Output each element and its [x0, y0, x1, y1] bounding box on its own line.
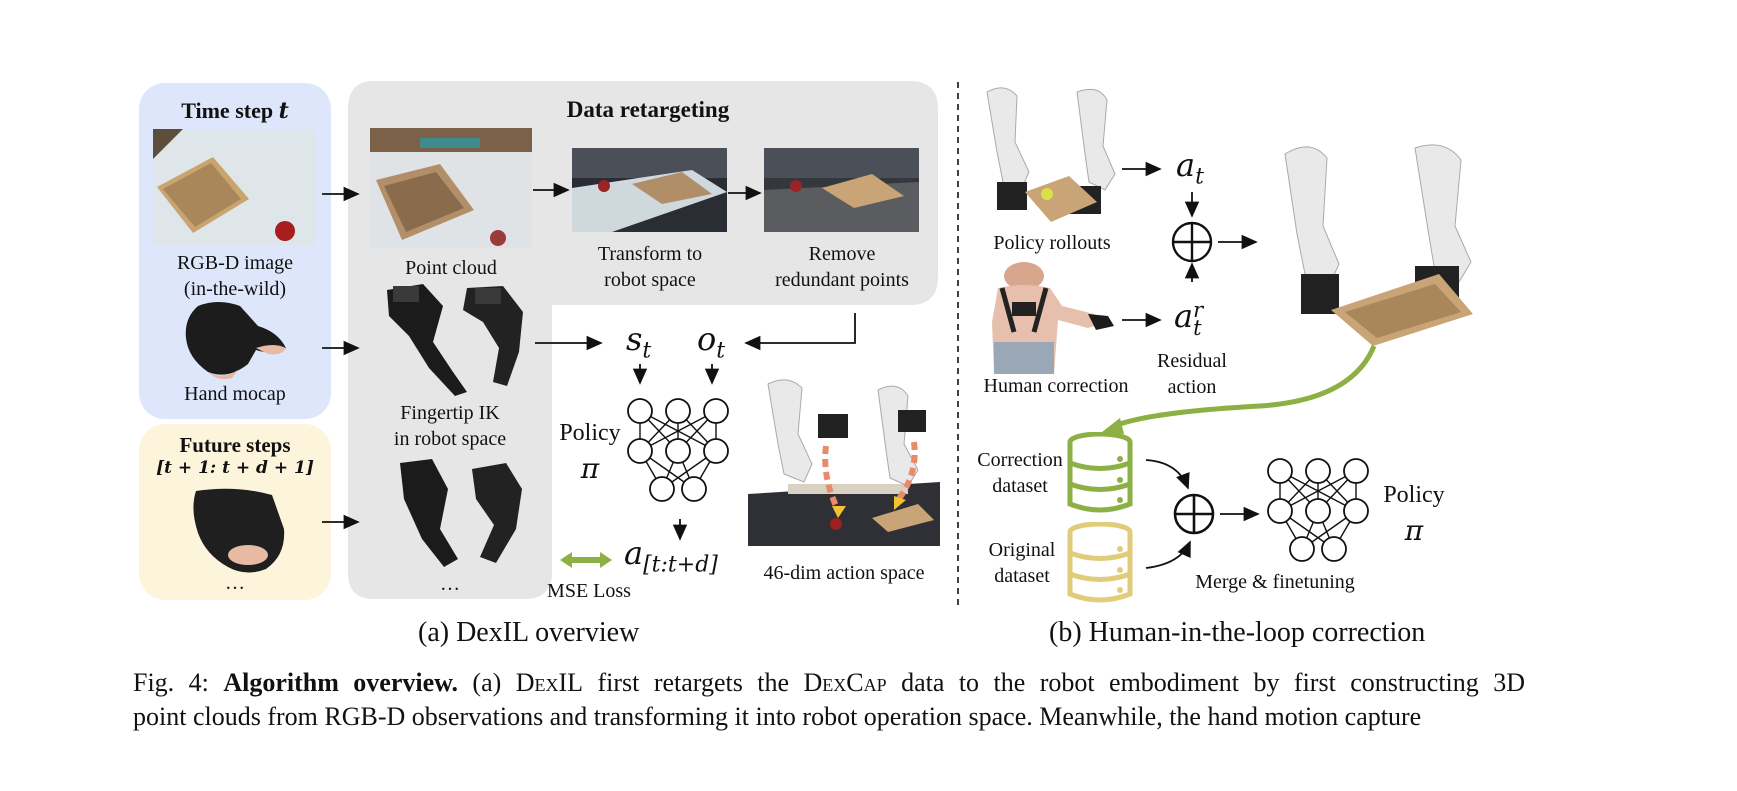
- policy-network-b: [1267, 458, 1369, 562]
- future-steps-range: [t + 1: t + d + 1]: [156, 458, 314, 478]
- mse-double-arrow: [560, 552, 612, 568]
- subcaption-a: (a) DexIL overview: [418, 617, 640, 648]
- future-hand-glove: [186, 485, 290, 582]
- figure-caption-line-1: Fig. 4: Algorithm overview. (a) DexIL fi…: [133, 668, 1525, 697]
- state-s-t: st: [626, 320, 652, 364]
- robot-hands-ik: [383, 282, 529, 401]
- policy-label-b: Policy: [1383, 482, 1445, 508]
- merge-arrows: [1145, 459, 1260, 569]
- policy-rollouts-label: Policy rollouts: [993, 232, 1111, 254]
- action-a-t: at: [1176, 146, 1204, 190]
- action-space-label: 46-dim action space: [763, 562, 925, 584]
- transform-image: [572, 148, 727, 232]
- fingertip-dots: …: [440, 573, 460, 595]
- data-retargeting-title: Data retargeting: [566, 97, 730, 122]
- policy-rollouts-image: [977, 82, 1127, 230]
- correction-dataset-icon: [1067, 432, 1133, 513]
- observation-o-t: ot: [697, 320, 726, 364]
- mse-loss-label: MSE Loss: [547, 580, 631, 602]
- subcaption-b: (b) Human-in-the-loop correction: [1049, 617, 1426, 648]
- residual-arrows: [1122, 161, 1258, 328]
- rgbd-label: RGB-D image(in-the-wild): [176, 252, 294, 300]
- time-step-title: Time step t: [181, 98, 289, 124]
- hand-mocap-glove: [178, 298, 290, 385]
- policy-pi-a: π: [580, 452, 600, 485]
- human-correction-label: Human correction: [983, 375, 1129, 397]
- rgbd-image: [153, 129, 315, 245]
- green-feedback-arrow: [1102, 345, 1377, 434]
- policy-label-a: Policy: [559, 420, 621, 446]
- policy-network-a: [627, 398, 729, 502]
- future-steps-title: Future steps: [179, 433, 291, 457]
- pipeline-arrows: [322, 182, 856, 541]
- point-cloud-image: [370, 128, 532, 248]
- merge-finetuning-label: Merge & finetuning: [1195, 571, 1355, 593]
- future-dots: …: [225, 572, 245, 594]
- original-dataset-icon: [1067, 522, 1133, 603]
- section-divider: [957, 82, 959, 608]
- action-space-robot-image: [748, 374, 940, 546]
- human-correction-image: [984, 262, 1124, 374]
- policy-pi-b: π: [1404, 514, 1424, 547]
- action-output: a[t:t+d]: [624, 534, 718, 578]
- hand-mocap-label: Hand mocap: [184, 383, 286, 405]
- remove-redundant-image: [764, 148, 919, 232]
- robot-hands-future: [396, 459, 524, 574]
- corrected-robot-image: [1265, 134, 1487, 348]
- figure-caption-line-2: point clouds from RGB-D observations and…: [133, 702, 1422, 731]
- point-cloud-label: Point cloud: [405, 257, 497, 279]
